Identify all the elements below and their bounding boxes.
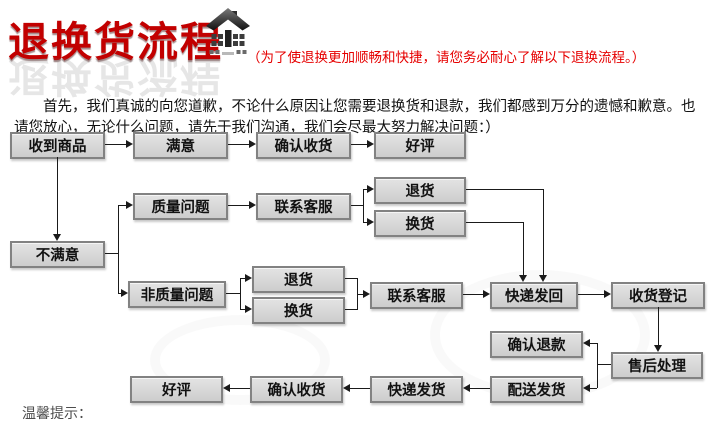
arrow-left-icon [463, 384, 470, 392]
node-confirm-receipt-2: 确认收货 [250, 376, 343, 403]
node-exchange-goods-2: 换货 [252, 297, 345, 324]
node-return-goods: 退货 [374, 177, 466, 204]
connector-line [463, 294, 483, 295]
node-good-review: 好评 [374, 132, 466, 159]
arrow-right-icon [367, 140, 374, 148]
arrow-right-icon [483, 290, 490, 298]
connector-line [350, 388, 370, 389]
house-logo-icon [206, 8, 250, 64]
arrow-down-icon [519, 275, 527, 282]
arrow-right-icon [367, 218, 374, 226]
connector-line [597, 343, 598, 388]
connector-line [240, 309, 245, 310]
connector-line [226, 293, 240, 294]
arrow-left-icon [343, 384, 350, 392]
connector-line [590, 343, 597, 344]
connector-line [118, 293, 121, 294]
node-receipt-register: 收货登记 [611, 282, 705, 309]
arrow-right-icon [121, 289, 128, 297]
arrow-left-icon [583, 384, 590, 392]
connector-line [240, 278, 241, 310]
arrow-right-icon [245, 305, 252, 313]
connector-line [345, 309, 357, 310]
node-quality-issue: 质量问题 [133, 193, 228, 220]
connector-line [351, 205, 363, 206]
node-received-goods: 收到商品 [10, 132, 105, 159]
arrow-right-icon [126, 140, 133, 148]
connector-line [523, 222, 524, 275]
connector-line [363, 189, 364, 223]
arrow-left-icon [583, 339, 590, 347]
connector-line [357, 294, 363, 295]
node-contact-service: 联系客服 [256, 193, 351, 220]
arrow-right-icon [367, 185, 374, 193]
arrow-right-icon [604, 290, 611, 298]
connector-line [57, 157, 58, 234]
connector-line [105, 253, 118, 254]
connector-line [118, 205, 126, 206]
intro-paragraph: 首先，我们真诚的向您道歉，不论什么原因让您需要退换货和退款，我们都感到万分的遗憾… [14, 98, 696, 136]
connector-line [658, 307, 659, 345]
arrow-right-icon [363, 290, 370, 298]
connector-line [466, 222, 523, 223]
arrow-down-icon [53, 234, 61, 241]
subtitle-note: （为了使退换更加顺畅和快捷，请您务必耐心了解以下退换流程。） [247, 50, 646, 66]
node-express-delivery: 快递发货 [370, 376, 463, 403]
connector-line [466, 189, 543, 190]
arrow-left-icon [223, 384, 230, 392]
connector-line [578, 294, 604, 295]
node-satisfied: 满意 [133, 132, 228, 159]
warm-tip-label: 温馨提示： [22, 406, 92, 422]
node-exchange-goods: 换货 [374, 210, 466, 237]
node-aftersales: 售后处理 [611, 352, 703, 379]
connector-line [597, 364, 611, 365]
connector-line [543, 189, 544, 275]
connector-line [230, 388, 250, 389]
node-return-goods-2: 退货 [252, 266, 345, 293]
node-good-review-2: 好评 [130, 376, 223, 403]
connector-line [228, 205, 249, 206]
connector-line [118, 205, 119, 294]
arrow-right-icon [245, 274, 252, 282]
node-dispatch-delivery: 配送发货 [490, 376, 583, 403]
connector-line [351, 144, 367, 145]
arrow-right-icon [126, 201, 133, 209]
node-confirm-refund: 确认退款 [490, 331, 583, 358]
connector-line [228, 144, 249, 145]
connector-line [240, 278, 245, 279]
connector-line [590, 388, 597, 389]
connector-line [363, 189, 367, 190]
node-contact-service-2: 联系客服 [370, 282, 463, 309]
connector-line [363, 222, 367, 223]
connector-line [105, 144, 126, 145]
node-express-return: 快递发回 [490, 282, 578, 309]
arrow-right-icon [249, 201, 256, 209]
connector-line [345, 278, 357, 279]
arrow-down-icon [539, 275, 547, 282]
arrow-down-icon [654, 345, 662, 352]
node-confirm-receipt: 确认收货 [256, 132, 351, 159]
page-title: 退换货流程 [8, 18, 223, 66]
node-unsatisfied: 不满意 [10, 241, 105, 268]
node-non-quality-issue: 非质量问题 [128, 281, 226, 308]
connector-line [470, 388, 490, 389]
arrow-right-icon [249, 140, 256, 148]
